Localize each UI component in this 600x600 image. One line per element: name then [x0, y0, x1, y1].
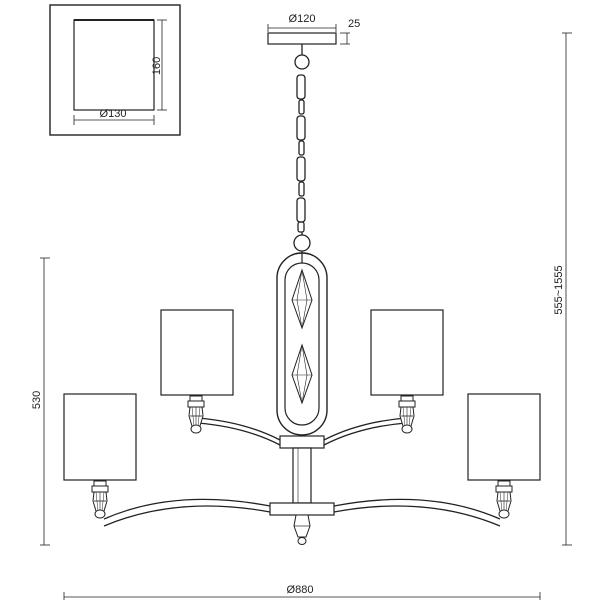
canopy-height-label: 25: [348, 18, 360, 30]
canopy-diameter-label: Ø120: [289, 13, 316, 25]
shade-upper-left: [160, 309, 234, 434]
total-width-label: Ø880: [287, 584, 314, 596]
shade-lower-left: [63, 393, 137, 519]
canopy: Ø120 25: [267, 13, 360, 45]
shade-lower-right: [467, 393, 541, 519]
lower-hub: [269, 502, 335, 545]
central-frame: [276, 251, 328, 436]
shade-height-label: 160: [151, 57, 163, 75]
body-height-dimension: 530: [31, 257, 50, 546]
chain: [293, 44, 311, 252]
total-height-dimension: 555~1555: [553, 32, 572, 546]
upper-arms: [197, 417, 407, 446]
crystal-upper: [291, 268, 313, 330]
shade-detail-inset: 160 Ø130: [49, 4, 181, 136]
total-width-dimension: Ø880: [63, 584, 541, 600]
shade-upper-right: [370, 309, 444, 434]
body-height-label: 530: [31, 391, 43, 409]
crystal-lower: [291, 343, 313, 405]
upper-hub: [279, 435, 325, 504]
lower-arms: [103, 498, 501, 527]
total-height-label: 555~1555: [553, 265, 565, 314]
shade-diameter-label: Ø130: [100, 108, 127, 120]
